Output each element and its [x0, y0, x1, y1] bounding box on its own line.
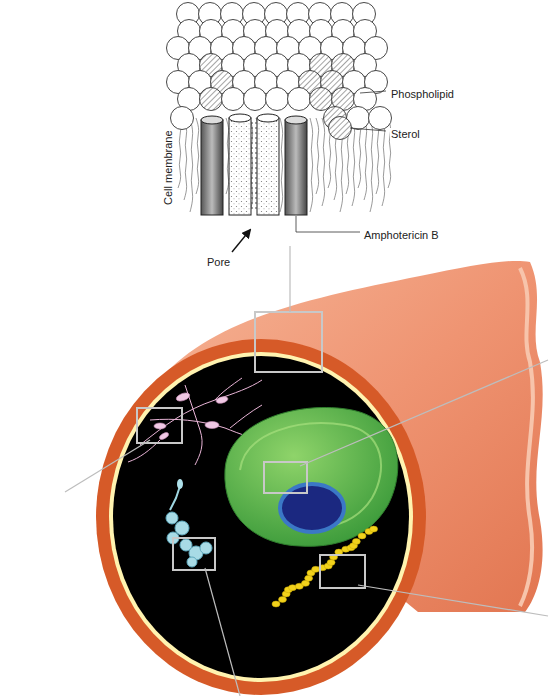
bacterium [358, 533, 366, 539]
callout-box [137, 312, 365, 588]
lipid-tail [196, 118, 199, 194]
bacterium [278, 596, 286, 602]
lipid-head [222, 88, 245, 111]
lipid-tail [226, 118, 229, 194]
leader-line [360, 91, 386, 93]
bacterium [370, 526, 378, 532]
lipid-tail [370, 118, 373, 212]
bacterium [272, 601, 280, 607]
bacterium [305, 575, 313, 581]
lipid-head [369, 107, 392, 130]
pore-arrow [232, 230, 250, 252]
bracket-line [296, 216, 360, 232]
vessel-highlight [520, 268, 533, 606]
lipid-head [310, 88, 333, 111]
bacteria-chain [272, 526, 378, 607]
lipid-tail [322, 118, 325, 206]
vessel-lumen [113, 356, 409, 678]
part-label: Phospholipid [390, 88, 455, 100]
lipid-tail [310, 118, 313, 212]
part-label: Sterol [390, 128, 421, 140]
lipid-tail [316, 118, 319, 194]
lipid-tail [190, 118, 193, 212]
vessel-lining [109, 352, 413, 682]
lipid-head [171, 107, 194, 130]
lipid-tail [352, 118, 355, 206]
lipid-head [288, 88, 311, 111]
lipid-head [200, 88, 223, 111]
fungal-cells [154, 391, 229, 440]
lipid-head [266, 88, 289, 111]
bacterium [352, 538, 360, 544]
amphotericin-cylinders [201, 114, 307, 215]
bacterium [327, 559, 335, 565]
lipid-tail [364, 118, 367, 200]
lipid-head [244, 88, 267, 111]
cell-nucleus [280, 484, 344, 532]
lipid-head [329, 117, 352, 140]
lipid-tail [280, 118, 283, 212]
lipid-heads [167, 3, 392, 140]
part-label: Cell membrane [162, 129, 174, 206]
leader-line [350, 128, 386, 131]
host-cell [225, 408, 398, 547]
part-label: Pore [206, 256, 231, 268]
vessel-ring [96, 339, 426, 695]
lipid-tail [184, 118, 187, 200]
part-label: Amphotericin B [363, 229, 440, 241]
leader-line [65, 246, 548, 696]
